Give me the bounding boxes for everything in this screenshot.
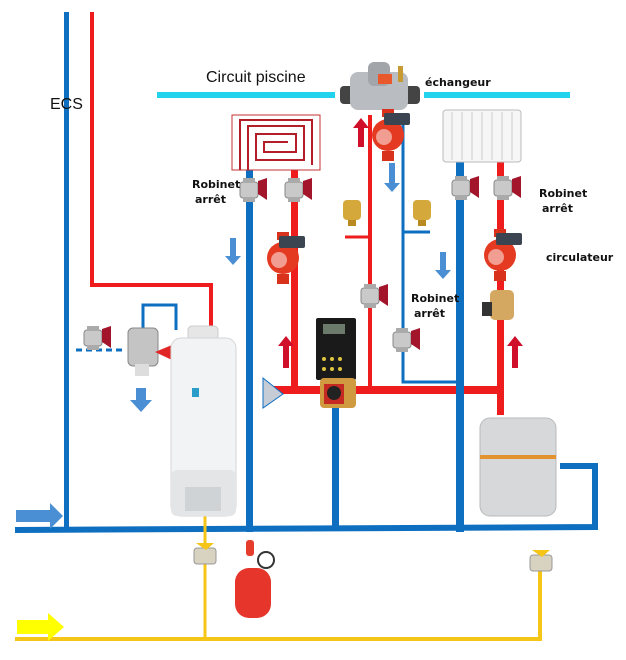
ball-valve-icon[interactable] xyxy=(360,283,389,309)
expansion-vessel-icon xyxy=(235,540,275,618)
floor-supply-pipe xyxy=(291,150,298,392)
flow-direction-triangle xyxy=(262,376,284,409)
stop-valve-label-middle: Robinet arrêt xyxy=(411,291,459,321)
floor-return-pipe xyxy=(246,150,253,532)
gas-valve-icon[interactable] xyxy=(193,543,217,565)
mixer-return-pipe xyxy=(332,398,339,530)
safety-group-icon xyxy=(127,327,172,376)
boiler-icon xyxy=(479,417,557,517)
heat-exchanger-icon xyxy=(340,62,420,110)
ecs-out-arrow xyxy=(130,388,152,412)
exchanger-supply-pipe xyxy=(368,115,372,390)
flow-arrow-up xyxy=(278,336,294,368)
floor-heating-icon xyxy=(231,114,321,171)
air-vent-icon xyxy=(413,200,431,226)
water-heater-icon xyxy=(170,325,237,517)
radiator-supply-pipe xyxy=(497,150,504,415)
pool-pipe-left xyxy=(157,92,335,98)
flow-arrow-up xyxy=(507,336,523,368)
ball-valve-icon[interactable] xyxy=(284,177,313,203)
ball-valve-icon[interactable] xyxy=(493,175,522,201)
gas-valve-icon[interactable] xyxy=(529,550,553,572)
label-line: arrêt xyxy=(542,202,573,215)
radiator-return-pipe xyxy=(456,150,464,532)
flow-arrow-down xyxy=(225,238,241,265)
mixing-valve-icon[interactable] xyxy=(320,378,356,408)
label-line: arrêt xyxy=(195,193,226,206)
ecs-label: ECS xyxy=(50,96,83,113)
flow-arrow-down xyxy=(384,163,400,192)
label-line: arrêt xyxy=(414,307,445,320)
flow-arrow-up xyxy=(353,118,369,147)
stop-valve-label-left: Robinet arrêt xyxy=(192,177,240,207)
label-line: Robinet xyxy=(192,178,241,191)
gas-valve-icon xyxy=(482,290,514,320)
ball-valve-icon[interactable] xyxy=(451,175,480,201)
pool-pipe-right xyxy=(424,92,570,98)
ball-valve-icon[interactable] xyxy=(392,327,421,353)
label-line: Robinet xyxy=(539,187,588,200)
gas-pipe xyxy=(15,555,542,641)
flow-arrow-down xyxy=(435,252,451,279)
ball-valve-icon[interactable] xyxy=(83,325,112,351)
air-vent-icon xyxy=(343,200,361,226)
ecs-hot-pipe xyxy=(90,12,213,326)
circulator-pump-icon xyxy=(484,229,522,281)
main-return-pipe xyxy=(14,463,598,533)
circulator-label: circulateur xyxy=(546,251,614,264)
label-line: Robinet xyxy=(411,292,460,305)
controller-icon[interactable] xyxy=(316,318,356,380)
pool-circuit-label: Circuit piscine xyxy=(206,69,306,86)
exchanger-label: échangeur xyxy=(425,76,491,89)
cold-feed-pipe xyxy=(141,303,178,330)
radiator-icon xyxy=(442,109,522,163)
gas-inlet-arrow xyxy=(17,613,64,641)
circulator-pump-icon xyxy=(267,232,305,284)
supply-header xyxy=(268,386,502,394)
ball-valve-icon[interactable] xyxy=(239,177,268,203)
ecs-cold-pipe xyxy=(64,12,69,532)
exchanger-return-pipe xyxy=(401,125,457,384)
cold-inlet-arrow xyxy=(16,503,63,529)
stop-valve-label-right: Robinet arrêt xyxy=(539,186,587,216)
